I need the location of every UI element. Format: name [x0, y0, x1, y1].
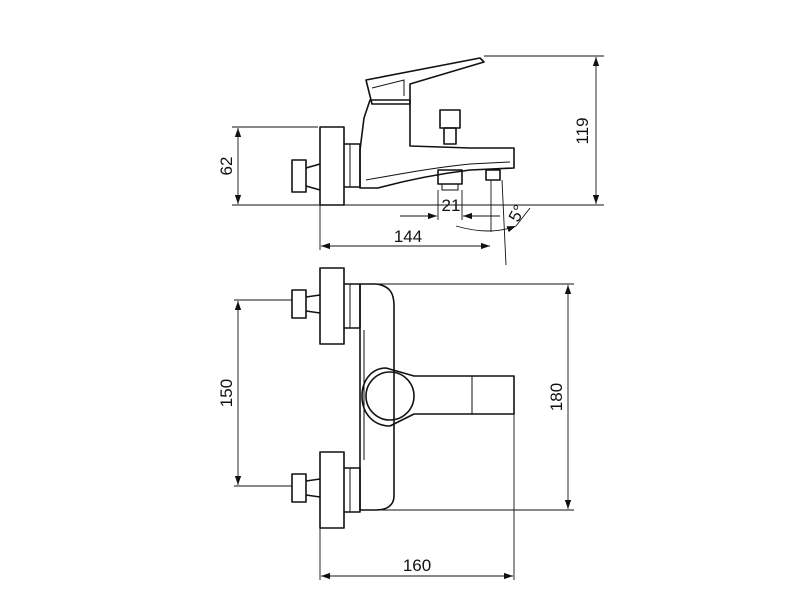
side-diverter-knob [439, 109, 461, 129]
dim-160: 160 [403, 556, 431, 575]
front-upper-wall-plate [319, 267, 345, 345]
dim-21: 21 [442, 196, 461, 215]
side-lever [365, 57, 485, 105]
front-lever [361, 367, 515, 427]
dim-arc-5deg [455, 225, 517, 233]
front-body [359, 283, 395, 511]
front-lower-inlet [291, 473, 307, 503]
side-body-spout [359, 99, 515, 189]
side-wall-plate [319, 126, 345, 206]
front-lower-wall-plate [319, 451, 345, 529]
front-view: 150 180 160 [217, 267, 574, 580]
side-inlet-connector [291, 159, 307, 193]
front-lever-hub [365, 371, 415, 421]
dim-180: 180 [547, 383, 566, 411]
dim-150: 150 [217, 379, 236, 407]
side-view: 119 62 21 5° 144 [217, 55, 604, 266]
dim-62: 62 [217, 157, 236, 176]
dim-5deg: 5° [505, 202, 529, 225]
side-nut [344, 143, 361, 188]
dim-119: 119 [573, 117, 592, 144]
front-upper-inlet [291, 289, 307, 319]
dim-144: 144 [394, 227, 422, 246]
